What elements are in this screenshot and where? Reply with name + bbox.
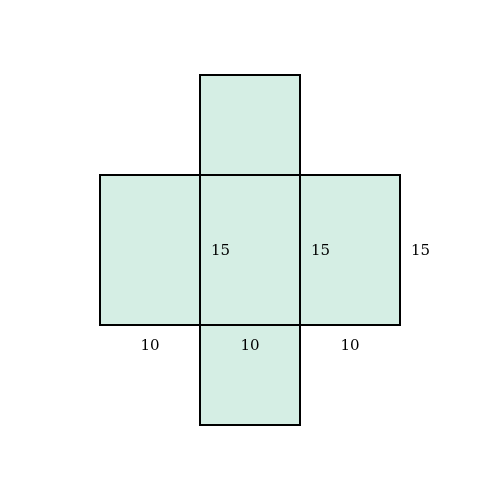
center-face: [199, 174, 301, 326]
left-face: [99, 174, 201, 326]
right-outer-height-label: 15: [411, 241, 430, 259]
top-face: [199, 74, 301, 176]
bottom-face: [199, 324, 301, 426]
left-width-label: 10: [140, 336, 159, 354]
right-face: [299, 174, 401, 326]
center-width-label: 10: [240, 336, 259, 354]
right-width-label: 10: [340, 336, 359, 354]
right-inner-height-label: 15: [311, 241, 330, 259]
center-height-label: 15: [211, 241, 230, 259]
